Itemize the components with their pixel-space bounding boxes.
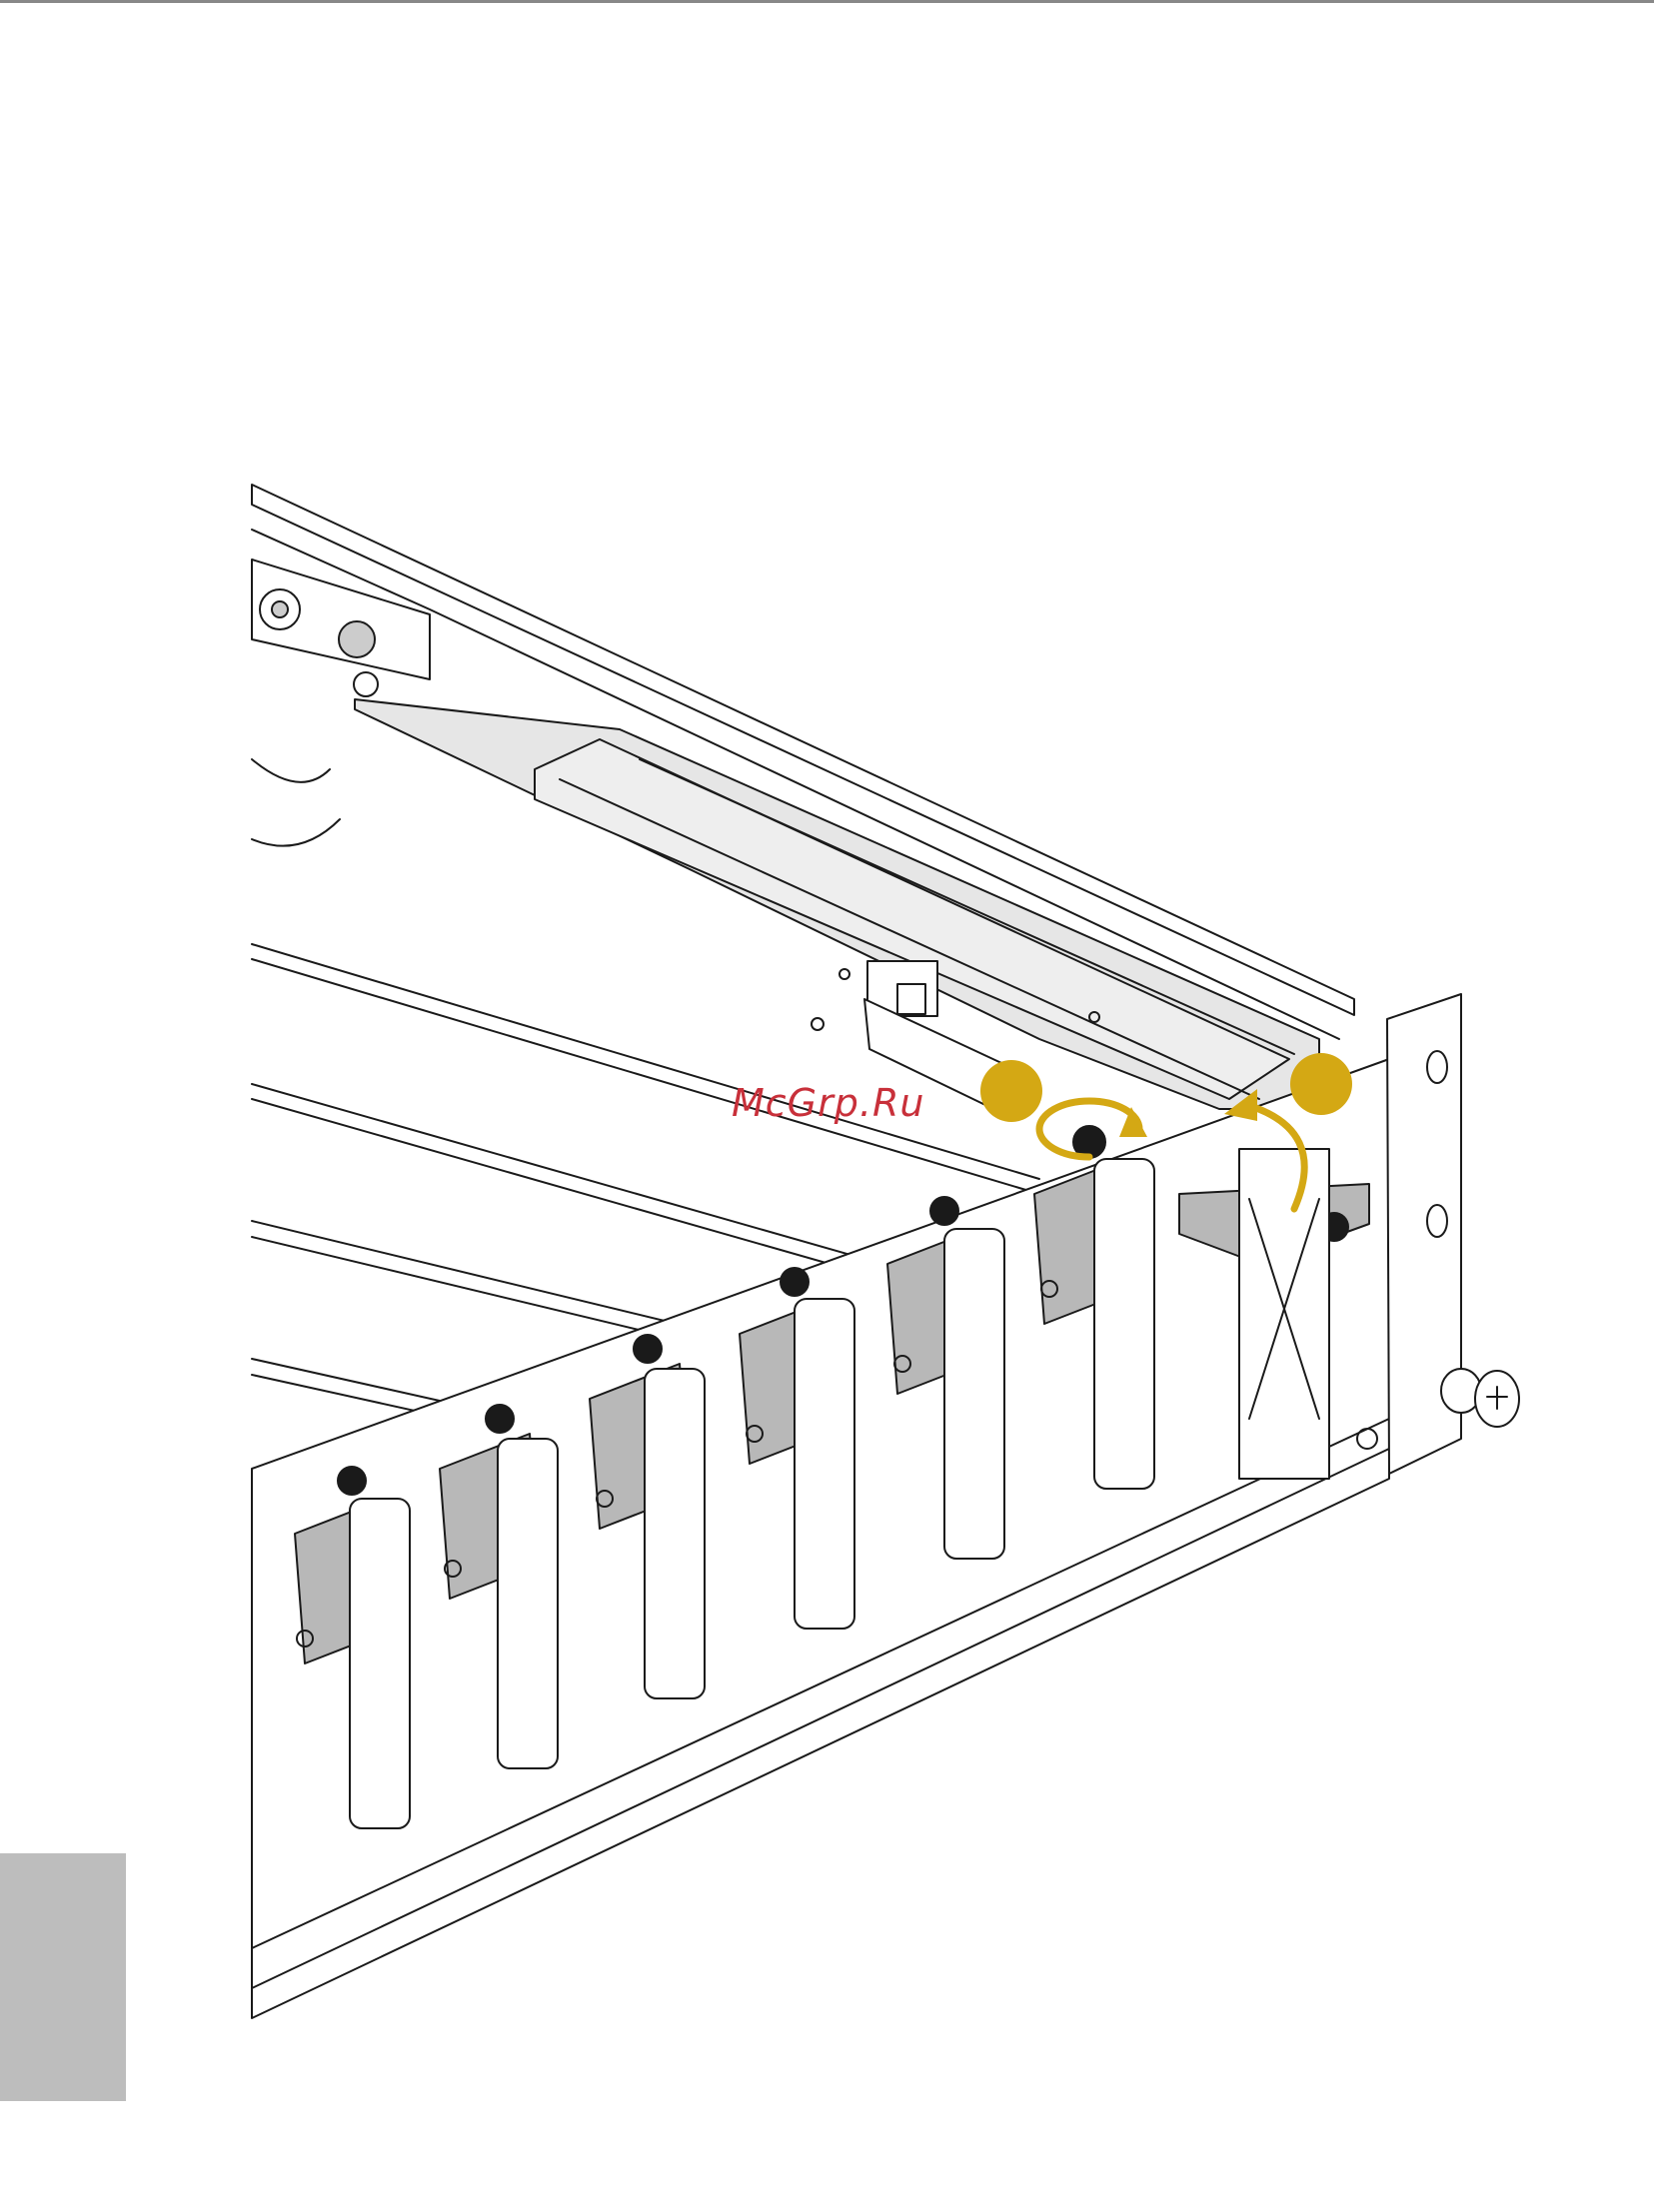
chassis-top-rail bbox=[252, 485, 1354, 1015]
watermark: McGrp.Ru bbox=[732, 1081, 924, 1125]
chassis-inner-rail bbox=[252, 530, 1339, 1039]
step-2-callout-dot bbox=[1290, 1053, 1352, 1115]
rear-hinge-assembly bbox=[252, 559, 430, 846]
step-1-callout-dot bbox=[980, 1060, 1042, 1122]
